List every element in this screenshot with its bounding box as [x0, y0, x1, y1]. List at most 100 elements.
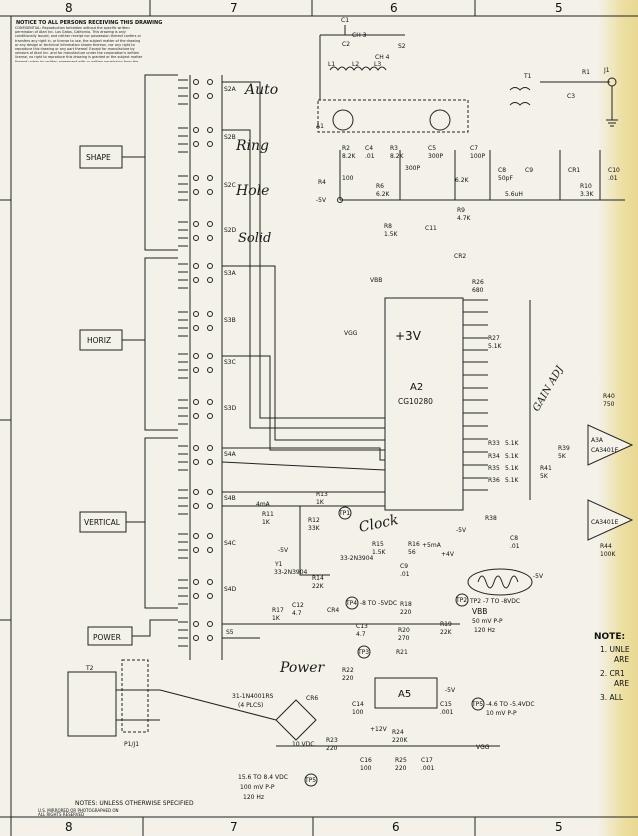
zone-label-7-bottom: 7 — [230, 820, 238, 834]
resistor-r23-value: 220 — [326, 745, 338, 752]
resistor-r44-value: 100K — [600, 551, 616, 558]
resistor-r9-value: 4.7K — [457, 215, 472, 222]
transistor-q2-part: 33-2N3904 — [274, 569, 308, 576]
switch-label-s4d: S4D — [224, 586, 237, 593]
clock-5ma: +5mA — [422, 542, 442, 549]
zone-labels-bottom: 8 7 6 5 — [65, 820, 563, 834]
zone-label-8-top: 8 — [65, 1, 73, 15]
resistor-r1-value: 100 — [342, 175, 354, 182]
note-3: 3. ALL — [600, 693, 624, 702]
resistor-r12-value: 33K — [308, 525, 321, 532]
clock-plus4v: +4V — [441, 551, 455, 558]
switch-label-s2b: S2B — [224, 134, 236, 141]
resistor-r18-value: 220 — [400, 609, 412, 616]
switch-label-s3d: S3D — [224, 405, 237, 412]
cap-c4-value: .01 — [365, 153, 375, 160]
zone-label-6-bottom: 6 — [392, 820, 400, 834]
bias-network: R2 8.2K R3 8.2K C4 .01 C5 300P 300P C7 1… — [316, 145, 625, 238]
resistor-r9-label: R9 — [457, 207, 465, 214]
resistor-r25-label: R25 — [395, 757, 407, 764]
diode-cr2-label: CR2 — [454, 253, 466, 260]
zone-label-6-top: 6 — [390, 1, 398, 15]
resistor-r14-value: 22K — [312, 583, 325, 590]
resistor-r3-label: R3 — [390, 145, 398, 152]
vgg-note-3: 120 Hz — [243, 794, 264, 801]
resistor-r15-label: R15 — [372, 541, 384, 548]
cap-c4-label: C4 — [365, 145, 373, 152]
resistor-r11-label: R11 — [262, 511, 274, 518]
inductor-l4-value: 5.6uH — [505, 191, 523, 198]
bridge-part: 31-1N4001RS — [232, 693, 274, 700]
svg-text:SHAPE: SHAPE — [86, 153, 111, 162]
a5-note-2: 10 mV P-P — [486, 710, 517, 717]
cap-c17-value: .001 — [421, 765, 435, 772]
function-label-shape: SHAPE — [79, 145, 123, 169]
ic-a2-name: A2 — [410, 382, 423, 393]
bridge-note: (4 PLCS) — [238, 702, 263, 709]
resistor-r33-label: R33 — [488, 440, 500, 447]
resistor-r20-label: R20 — [398, 627, 410, 634]
cap-c3-label: C3 — [567, 93, 575, 100]
rf-modulator: C1 C2 CH 3 CH 4 S2 L1 L2 L3 A1 T1 J1 R1 … — [316, 17, 618, 133]
svg-text:VERTICAL: VERTICAL — [84, 518, 121, 527]
resistor-r33-value: 5.1K — [505, 440, 520, 447]
resistor-r6-value: 6.2K — [376, 191, 391, 198]
zone-label-8-bottom: 8 — [65, 820, 73, 834]
tp4-voltage-note: -8 TO -5VDC — [360, 600, 397, 607]
ch3-label: CH 3 — [352, 32, 367, 39]
power-supply: R17 1K C12 4.7 CR4 TP4 -8 TO -5VDC R18 2… — [67, 593, 535, 801]
test-point-tp3: TP3 — [357, 649, 369, 656]
resistor-r3-value: 8.2K — [390, 153, 405, 160]
resistor-r16-label: R16 — [408, 541, 420, 548]
resistor-r2-value: 8.2K — [342, 153, 357, 160]
vgg-label: VGG — [344, 330, 358, 337]
a5-neg5v: -5V — [445, 687, 456, 694]
cap-c8-value: 50pF — [498, 175, 513, 182]
cap-c14-value: 100 — [352, 709, 364, 716]
cap-c10-value: .01 — [608, 175, 618, 182]
connector-p1j1: P1/J1 — [124, 741, 139, 748]
regulator-a5: A5 — [398, 689, 411, 700]
resistor-r22-value: 220 — [342, 675, 354, 682]
resistor-r24-value: 220K — [392, 737, 408, 744]
test-point-tp2: TP2 — [455, 597, 467, 604]
diode-cr1-label: CR1 — [568, 167, 580, 174]
zone-label-7-top: 7 — [230, 1, 238, 15]
opamp-a3a-part: CA3401E — [591, 447, 619, 454]
switch-label-s4c: S4C — [224, 540, 236, 547]
a5-note-1: -4.6 TO -5.4VDC — [486, 701, 535, 708]
resistor-r41-value: 5K — [540, 473, 549, 480]
cap-c9-label: C9 — [525, 167, 533, 174]
resistor-r44-label: R44 — [600, 543, 612, 550]
resistor-r34-label: R34 — [488, 453, 500, 460]
cap-c13-value: 4.7 — [356, 631, 366, 638]
cap-c11-label: C11 — [425, 225, 437, 232]
transistor-q1-part: 33-2N3904 — [340, 555, 374, 562]
test-point-tp1: TP1 — [338, 510, 350, 517]
cap-c8b-value: .01 — [510, 543, 520, 550]
note-2b: ARE — [614, 679, 629, 688]
cap-c9b-label: C9 — [400, 563, 408, 570]
ch4-label: CH 4 — [375, 54, 390, 61]
switch-label-s3a: S3A — [224, 270, 237, 277]
resistor-r41-label: R41 — [540, 465, 552, 472]
cap-c12-label: C12 — [292, 602, 304, 609]
resistor-r16-value: 56 — [408, 549, 416, 556]
function-label-power: POWER — [87, 626, 133, 646]
resistor-r35-value: 5.1K — [505, 465, 520, 472]
footer-legal-1: U.S. MIRRORED OR PHOTOGRAPHED ON — [38, 808, 119, 813]
resistor-r40-value: 750 — [603, 401, 615, 408]
resistor-r36-label: R36 — [488, 477, 500, 484]
vbb-label: VBB — [370, 277, 382, 284]
resistor-r39-label: R39 — [558, 445, 570, 452]
vgg-out: VGG — [476, 744, 490, 751]
cap-c2-label: C2 — [342, 41, 350, 48]
aged-paper-edge — [598, 0, 638, 836]
neg5v-b: -5V — [456, 527, 467, 534]
resistor-r6-label: R6 — [376, 183, 384, 190]
notice-body-wrap: CONFIDENTIAL: Reproduction forbidden wit… — [15, 26, 142, 62]
resistor-r4-label: R4 — [318, 179, 326, 186]
function-bus-lines — [122, 74, 178, 637]
ic-a2-part: CG10280 — [398, 397, 433, 406]
